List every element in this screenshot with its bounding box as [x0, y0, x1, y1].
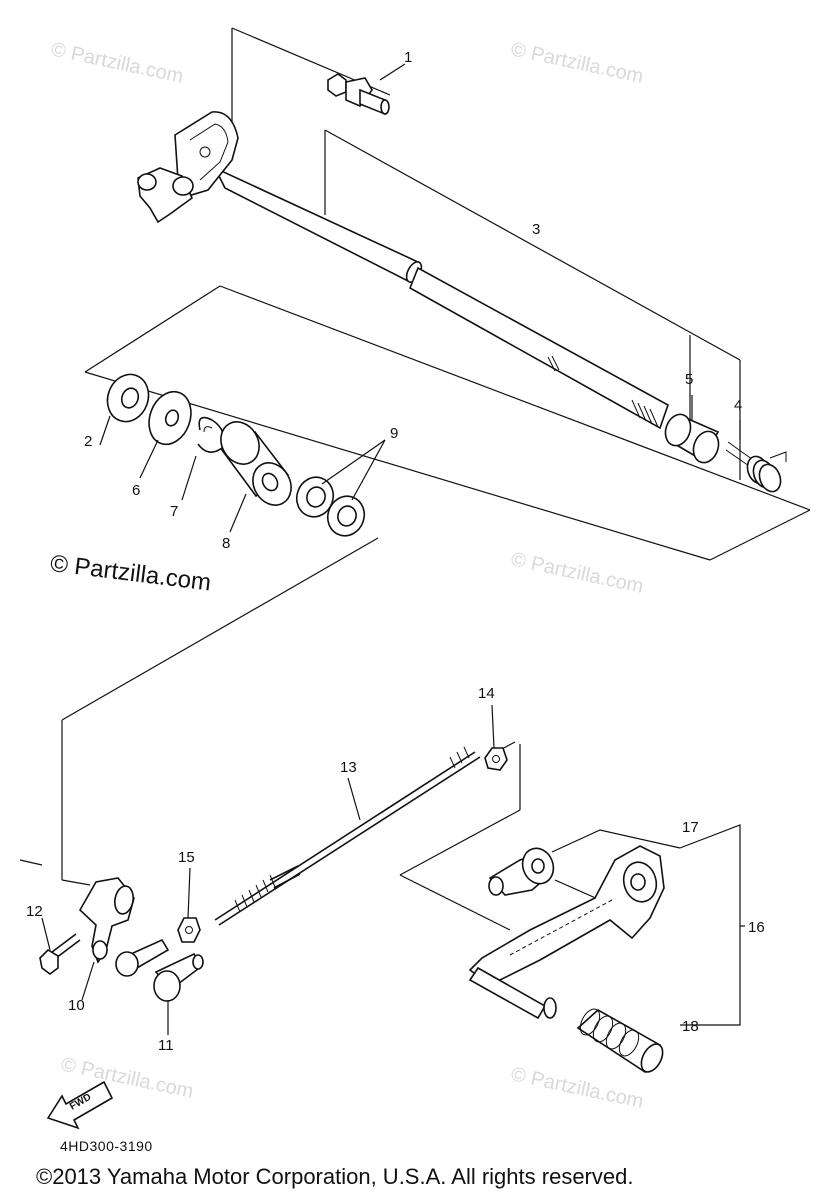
callout-1: 1 — [404, 49, 412, 66]
copyright-notice: ©2013 Yamaha Motor Corporation, U.S.A. A… — [36, 1164, 634, 1189]
part-joint-11 — [115, 938, 204, 1002]
callout-2: 2 — [84, 433, 92, 450]
callout-labels: 1 2 3 4 5 6 7 8 9 10 11 12 13 14 15 16 1… — [26, 49, 765, 1054]
part-shift-pedal-16 — [468, 845, 665, 1020]
leader-lines-lower — [399, 741, 601, 931]
callout-14: 14 — [478, 685, 495, 702]
part-collar-8 — [220, 421, 292, 506]
part-washer-6 — [148, 390, 192, 446]
part-nut-14 — [484, 747, 508, 771]
part-nut-15 — [177, 917, 201, 943]
part-bolt-12 — [39, 933, 81, 975]
part-bolt-1 — [327, 73, 390, 116]
part-collar-5 — [664, 413, 720, 464]
callout-6: 6 — [132, 482, 140, 499]
callout-18: 18 — [682, 1018, 699, 1035]
callout-4: 4 — [734, 397, 742, 414]
part-oil-seal-2 — [106, 373, 150, 423]
callout-12: 12 — [26, 903, 43, 920]
callout-8: 8 — [222, 535, 230, 552]
callout-11: 11 — [158, 1037, 174, 1054]
part-shift-rod-13 — [214, 746, 481, 926]
shift-shaft — [137, 111, 669, 430]
part-spring-4 — [725, 441, 787, 493]
drawing-code: 4HD300-3190 — [60, 1138, 153, 1154]
part-joint-10 — [78, 877, 135, 964]
callout-9: 9 — [390, 425, 398, 442]
watermark: © Partzilla.com — [509, 548, 645, 598]
callout-leaders — [41, 63, 745, 1035]
part-circlip-7 — [197, 416, 225, 453]
watermark: © Partzilla.com — [49, 38, 185, 88]
callout-10: 10 — [68, 997, 85, 1014]
callout-5: 5 — [685, 371, 693, 388]
callout-15: 15 — [178, 849, 195, 866]
watermark: © Partzilla.com — [509, 38, 645, 88]
callout-13: 13 — [340, 759, 357, 776]
callout-16: 16 — [748, 919, 765, 936]
part-pedal-rubber-18 — [576, 1008, 664, 1074]
part-bearings-9 — [295, 476, 366, 537]
fwd-arrow-icon: FWD — [46, 1080, 114, 1130]
part-rod-end-17 — [488, 847, 555, 896]
callout-3: 3 — [532, 221, 540, 238]
leader-lines-upper — [19, 27, 811, 886]
callout-17: 17 — [682, 819, 699, 836]
callout-7: 7 — [170, 503, 178, 520]
watermark: © Partzilla.com — [509, 1063, 645, 1113]
